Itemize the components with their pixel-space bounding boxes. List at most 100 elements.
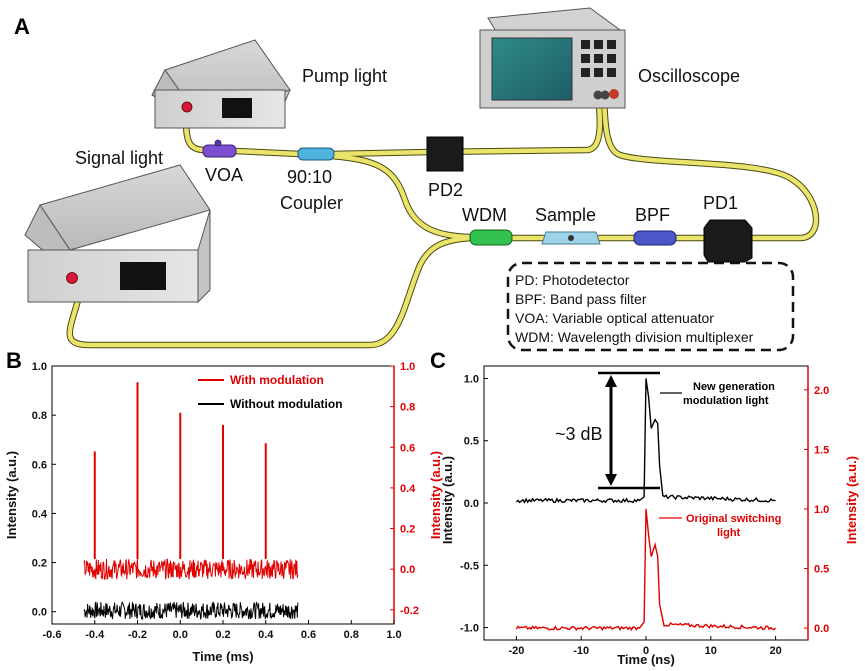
pump-light-label: Pump light [302,66,387,86]
wdm-component [469,229,513,246]
oscilloscope-port-icon [593,90,603,100]
pd1-label: PD1 [703,193,738,213]
y-right-tick-label: 2.0 [814,385,829,397]
panel-c: C -1.0-0.50.00.51.0 0.00.51.01.52.0 -20-… [430,348,859,667]
x-tick-label: -0.4 [85,629,105,641]
voa-component [202,139,237,158]
wdm-label: WDM [462,205,507,225]
sample-label: Sample [535,205,596,225]
panel-c-ylabel-right: Intensity (a.u.) [844,456,859,544]
pump-display [222,98,252,118]
abbreviation-legend: PD: Photodetector BPF: Band pass filter … [506,261,795,352]
x-tick-label: -10 [573,645,589,657]
x-tick-label: 0.0 [173,629,188,641]
oscilloscope-device [479,7,626,109]
y-right-tick-label: 0.2 [400,524,415,536]
legend-voa: VOA: Variable optical attenuator [515,310,714,326]
y-tick-label: 1.0 [464,373,479,385]
oscilloscope-keypad [581,40,616,77]
signal-display [120,262,166,290]
signal-light-source [24,164,211,304]
panel-b-ylabel-right: Intensity (a.u.) [428,451,443,539]
panel-c-series [515,378,777,632]
svg-text:Original switching: Original switching [686,513,781,525]
panel-b-legend: With modulation Without modulation [198,373,343,411]
legend-without-modulation: Without modulation [230,397,343,411]
y-tick-label: 0.5 [464,436,479,448]
x-tick-label: 1.0 [386,629,401,641]
y-right-tick-label: -0.2 [400,605,419,617]
y-tick-label: 0.8 [32,410,47,422]
original-switching-label: Original switching light [659,513,781,539]
legend-with-modulation: With modulation [230,373,324,387]
y-tick-label: 0.4 [32,508,48,520]
x-tick-label: -0.6 [43,629,62,641]
panel-c-xlabel: Time (ns) [617,652,675,667]
y-tick-label: -0.5 [460,560,479,572]
y-tick-label: 0.6 [32,459,47,471]
x-tick-label: 0.6 [301,629,316,641]
y-tick-label: 0.0 [464,498,479,510]
y-tick-label: 1.0 [32,361,47,373]
x-tick-label: 0.4 [258,629,274,641]
svg-text:light: light [717,527,741,539]
y-tick-label: 0.2 [32,558,47,570]
pump-light-source [151,39,291,129]
bpf-label: BPF [635,205,670,225]
panel-b-ylabel: Intensity (a.u.) [4,451,19,539]
pd2-label: PD2 [428,180,463,200]
y-tick-label: -1.0 [460,623,479,635]
panel-b-right-axis: -0.2 0.0 0.2 0.4 0.6 0.8 1.0 [390,361,419,624]
panel-c-left-axis: -1.0 -0.5 0.0 0.5 1.0 [460,373,488,635]
y-right-tick-label: 0.4 [400,483,416,495]
x-tick-label: 10 [705,645,717,657]
panel-b-letter: B [6,348,22,373]
x-tick-label: 0 [643,645,649,657]
coupler-ratio-label: 90:10 [287,167,332,187]
legend-wdm: WDM: Wavelength division multiplexer [515,329,754,345]
y-right-tick-label: 1.0 [400,361,415,373]
legend-bpf: BPF: Band pass filter [515,291,647,307]
three-db-annotation: ~3 dB [555,371,660,490]
signal-power-indicator-icon [66,272,78,284]
y-right-tick-label: 0.0 [400,564,415,576]
y-right-tick-label: 0.8 [400,402,415,414]
y-right-tick-label: 1.5 [814,444,829,456]
series-without-modulation [83,600,299,621]
coupler-component [297,147,335,161]
legend-pd: PD: Photodetector [515,272,630,288]
new-generation-label: New generation modulation light [660,381,775,407]
panel-a-letter: A [14,14,30,39]
oscilloscope-label: Oscilloscope [638,66,740,86]
y-right-tick-label: 0.6 [400,442,415,454]
pd2-detector [426,136,464,172]
pd1-detector [703,219,753,263]
series-original-switching [515,508,777,632]
annotation-3db: ~3 dB [555,424,603,444]
panel-a: A [14,7,820,352]
panel-b-left-axis: 0.0 0.2 0.4 0.6 0.8 1.0 [32,361,56,619]
x-tick-label: 0.8 [344,629,359,641]
panel-c-ylabel: Intensity (a.u.) [440,456,455,544]
oscilloscope-screen [491,37,573,101]
bpf-component [633,230,677,246]
sample-component [541,231,601,245]
x-tick-label: 20 [769,645,781,657]
x-tick-label: -0.2 [128,629,147,641]
panel-c-right-axis: 0.00.51.01.52.0 [804,366,829,640]
pump-power-indicator-icon [181,101,193,113]
svg-text:modulation light: modulation light [683,395,769,407]
series-with-modulation [83,558,299,581]
y-tick-label: 0.0 [32,607,47,619]
oscilloscope-port-icon [600,90,610,100]
oscilloscope-knob-icon [609,89,619,99]
series-new-generation [515,378,776,504]
panel-b-xlabel: Time (ms) [192,649,253,664]
voa-label: VOA [205,165,243,185]
y-right-tick-label: 1.0 [814,504,829,516]
y-right-tick-label: 0.0 [814,623,829,635]
svg-text:New generation: New generation [693,381,775,393]
x-tick-label: -20 [508,645,524,657]
